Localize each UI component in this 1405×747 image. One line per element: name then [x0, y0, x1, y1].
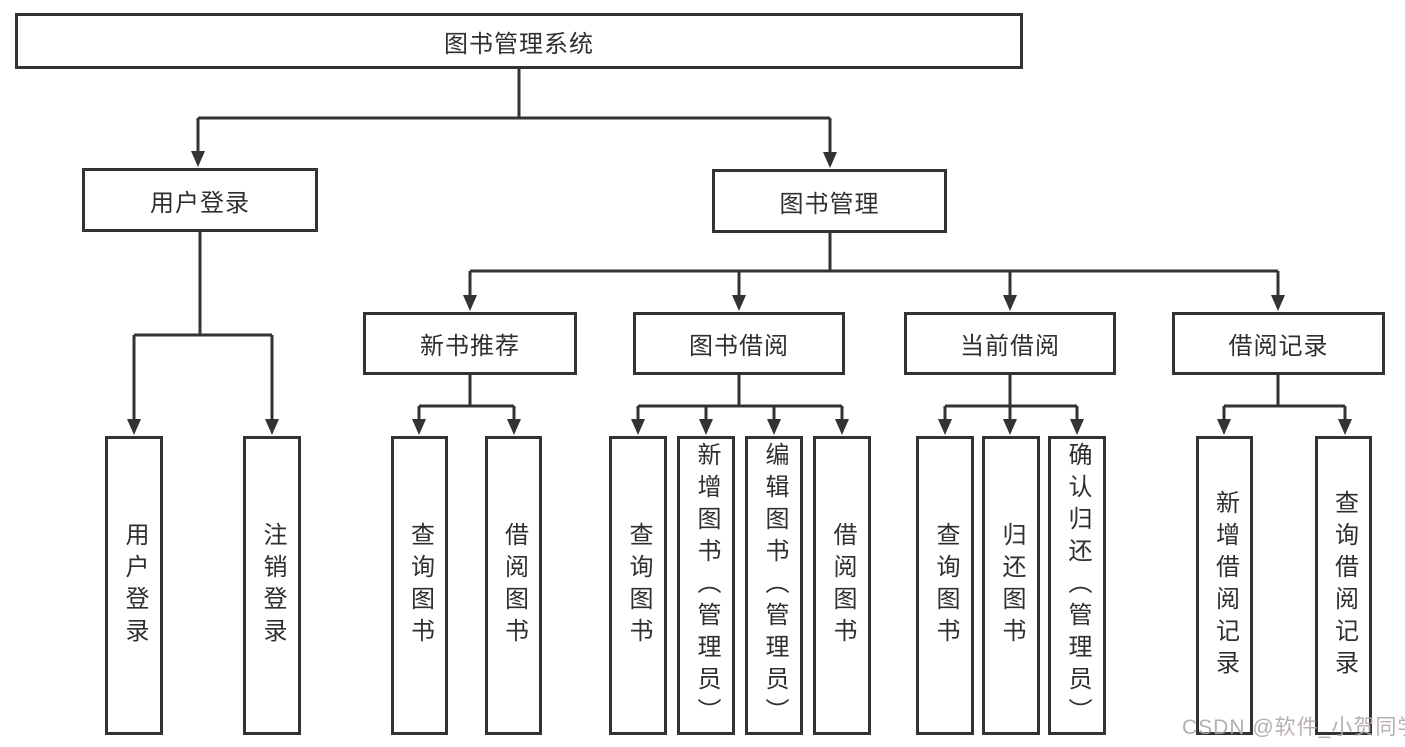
leaf-borrow-add-book-admin-label: 新增图书（管理员）	[693, 441, 720, 730]
node-borrow-records: 借阅记录	[1172, 312, 1385, 375]
leaf-current-query-book: 查询图书	[916, 436, 974, 735]
arrowheads	[127, 151, 1352, 435]
leaf-current-confirm-return-admin-label: 确认归还（管理员）	[1064, 441, 1091, 730]
leaf-add-borrow-record-label: 新增借阅记录	[1211, 489, 1239, 682]
csdn-watermark: CSDN @软件_小贺同学	[1182, 716, 1405, 739]
leaf-query-borrow-record: 查询借阅记录	[1315, 436, 1372, 735]
leaf-recommend-query-book-label: 查询图书	[406, 521, 434, 650]
leaf-borrow-query-book-label: 查询图书	[625, 521, 652, 650]
node-user-login-label: 用户登录	[150, 189, 250, 217]
leaf-borrow-borrow-book-label: 借阅图书	[829, 521, 856, 650]
leaf-recommend-query-book: 查询图书	[391, 436, 448, 735]
node-root-label: 图书管理系统	[444, 30, 594, 58]
node-book-borrow-label: 图书借阅	[689, 333, 789, 360]
node-borrow-records-label: 借阅记录	[1228, 333, 1329, 360]
leaf-borrow-borrow-book: 借阅图书	[813, 436, 871, 735]
leaf-user-login-label: 用户登录	[121, 521, 148, 650]
leaf-current-return-book-label: 归还图书	[998, 521, 1025, 650]
leaf-recommend-borrow-book-label: 借阅图书	[500, 521, 528, 650]
leaf-borrow-add-book-admin: 新增图书（管理员）	[677, 436, 735, 735]
leaf-borrow-query-book: 查询图书	[609, 436, 667, 735]
node-new-book-recommend: 新书推荐	[363, 312, 577, 375]
leaf-logout: 注销登录	[243, 436, 301, 735]
leaf-query-borrow-record-label: 查询借阅记录	[1330, 489, 1358, 682]
node-root: 图书管理系统	[15, 13, 1023, 69]
leaf-logout-label: 注销登录	[259, 521, 286, 650]
node-book-mgmt-label: 图书管理	[779, 190, 880, 218]
node-new-book-recommend-label: 新书推荐	[420, 333, 520, 360]
leaf-current-confirm-return-admin: 确认归还（管理员）	[1048, 436, 1106, 735]
leaf-recommend-borrow-book: 借阅图书	[485, 436, 542, 735]
node-user-login: 用户登录	[82, 168, 318, 232]
leaf-borrow-edit-book-admin: 编辑图书（管理员）	[745, 436, 803, 735]
leaf-add-borrow-record: 新增借阅记录	[1196, 436, 1253, 735]
leaf-current-query-book-label: 查询图书	[932, 521, 959, 650]
node-book-mgmt: 图书管理	[712, 169, 947, 233]
leaf-borrow-edit-book-admin-label: 编辑图书（管理员）	[761, 441, 788, 730]
node-book-borrow: 图书借阅	[633, 312, 845, 375]
node-current-borrow-label: 当前借阅	[960, 333, 1060, 360]
node-current-borrow: 当前借阅	[904, 312, 1116, 375]
leaf-user-login: 用户登录	[105, 436, 163, 735]
leaf-current-return-book: 归还图书	[982, 436, 1040, 735]
